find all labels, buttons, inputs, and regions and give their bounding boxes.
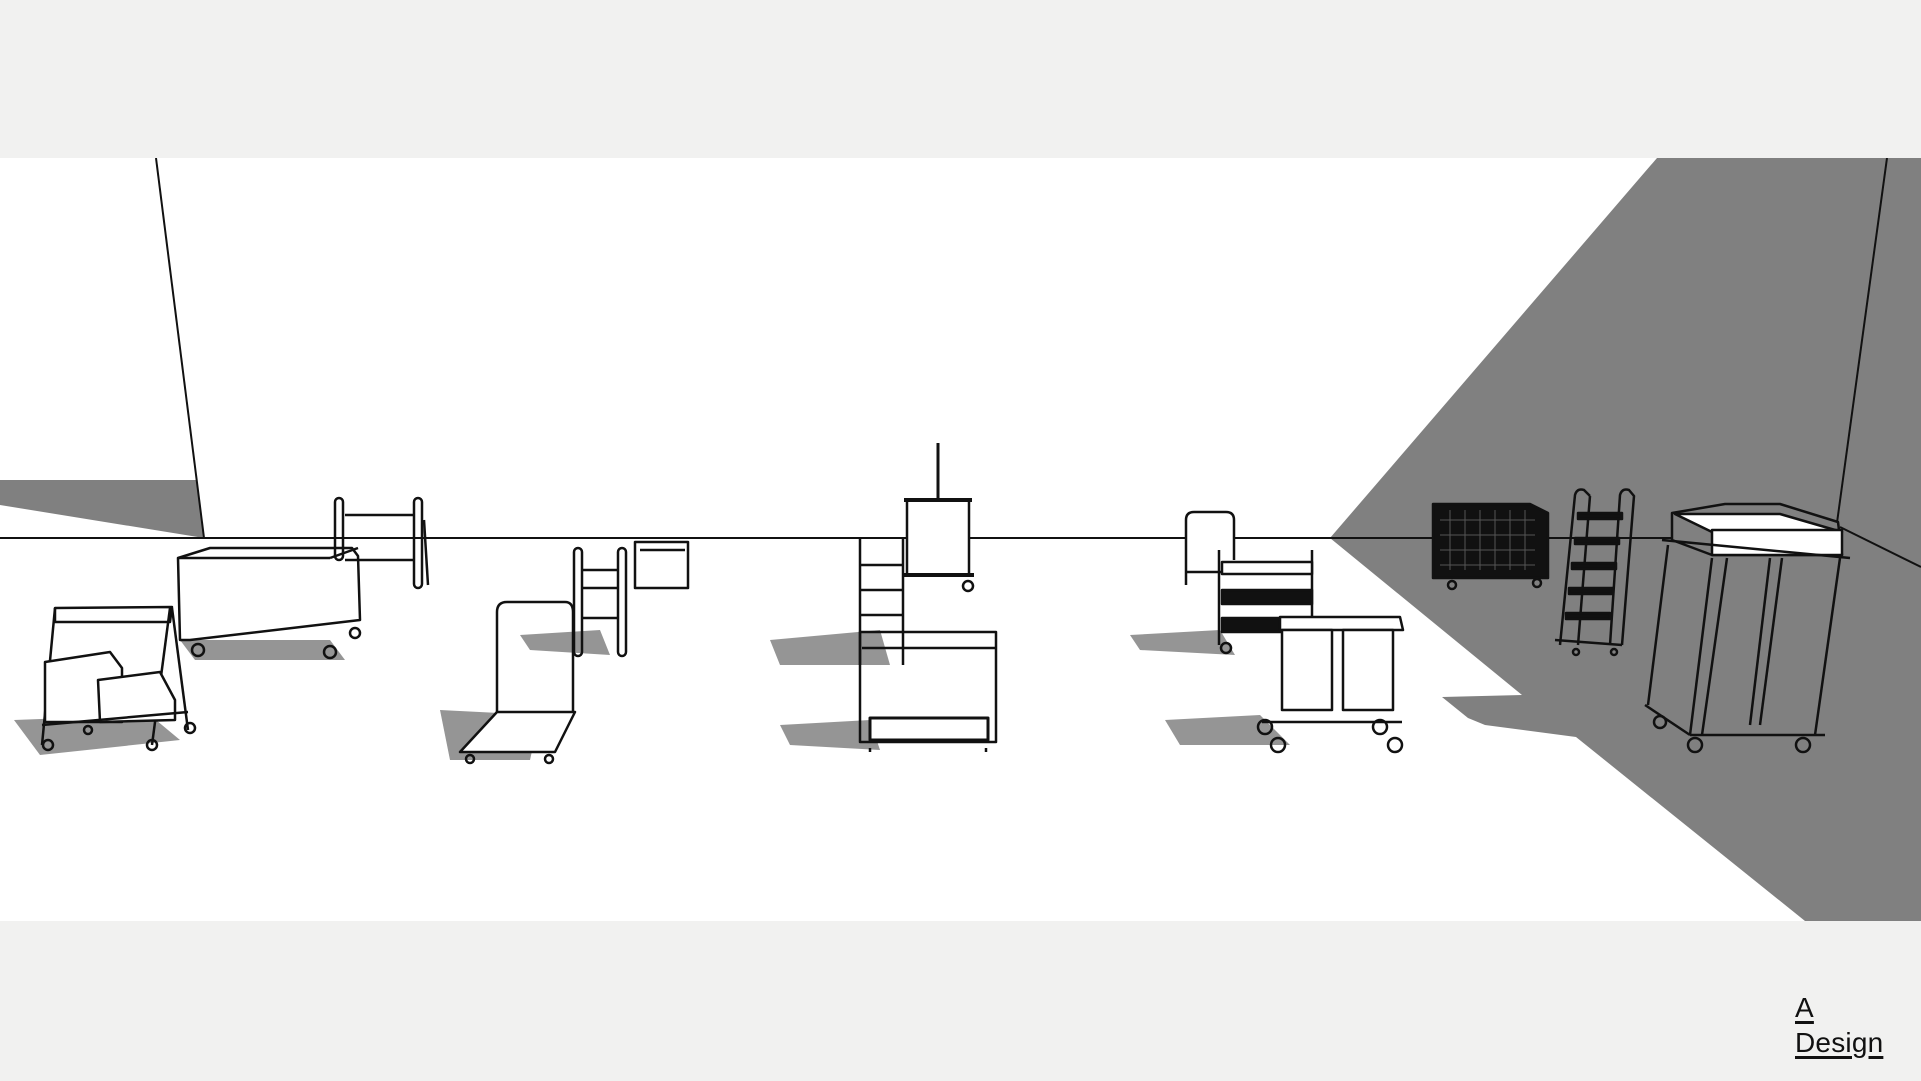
left-shadow (0, 480, 204, 538)
small-side-table (633, 540, 690, 590)
room-scene-drawing (0, 158, 1921, 921)
step-ladder-cart (858, 538, 905, 665)
bag-holder-trolley (904, 443, 975, 593)
logo-line-1: A (1795, 992, 1814, 1023)
two-shelf-cart (333, 496, 430, 590)
right-floor-line (1839, 526, 1921, 568)
narrow-shelf-cart (572, 546, 628, 658)
mesh-cage-cart (1431, 502, 1550, 591)
box-cart-white (176, 546, 362, 660)
tall-tray-trolley (1644, 502, 1851, 754)
left-wall-edge (155, 158, 205, 539)
right-shadow (1330, 158, 1921, 921)
room-render (0, 158, 1921, 921)
open-frame-trolley (858, 630, 998, 752)
rolling-ladder (1554, 488, 1636, 657)
shelf-cart-with-boxes (40, 605, 197, 752)
double-bin-trolley (1256, 615, 1405, 754)
logo-line-2: Design (1795, 1027, 1884, 1058)
platform-hand-truck (458, 600, 577, 765)
right-wall-edge (1835, 158, 1888, 531)
brand-logo: A Design (1795, 990, 1883, 1060)
